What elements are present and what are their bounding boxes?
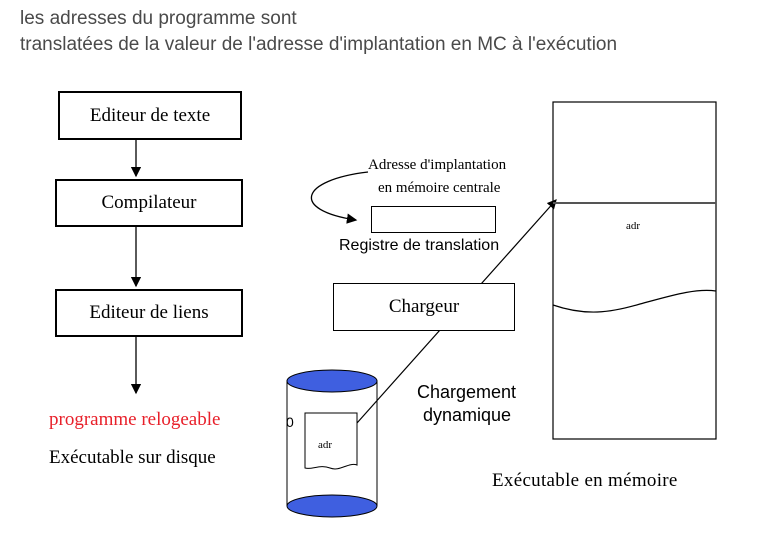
editeur-liens-label: Editeur de liens	[89, 302, 209, 323]
compilateur-box: Compilateur	[55, 179, 243, 227]
header-line-1: les adresses du programme sont	[20, 8, 297, 29]
programme-relogeable-label: programme relogeable	[49, 409, 221, 430]
executable-disque-label: Exécutable sur disque	[49, 447, 216, 468]
editeur-texte-box: Editeur de texte	[58, 91, 242, 140]
chargeur-label: Chargeur	[388, 296, 460, 317]
executable-memoire-label: Exécutable en mémoire	[492, 470, 678, 491]
registre-translation-label: Registre de translation	[339, 237, 500, 254]
chargement-line1: Chargement	[417, 382, 517, 402]
header-line-2: translatées de la valeur de l'adresse d'…	[20, 34, 618, 55]
compilateur-label: Compilateur	[101, 192, 197, 213]
arrow-annotation-to-registre	[310, 171, 369, 224]
disk-bottom-ellipse	[286, 494, 378, 518]
adresse-implantation-line2: en mémoire centrale	[378, 180, 501, 196]
adresse-implantation-line1: Adresse d'implantation	[368, 157, 507, 173]
editeur-texte-label: Editeur de texte	[89, 104, 211, 126]
memory-adr-label: adr	[626, 220, 641, 232]
disk-adr-label: adr	[318, 439, 333, 451]
memory-wavy-line	[552, 289, 717, 313]
editeur-liens-box: Editeur de liens	[55, 289, 243, 337]
disk-zero-label: 0	[286, 414, 294, 430]
disk-top-ellipse	[286, 369, 378, 393]
memory-block	[552, 101, 717, 440]
registre-translation-box	[371, 206, 496, 233]
chargement-line2: dynamique	[423, 405, 512, 425]
disk-cylinder	[286, 369, 378, 518]
disk-program-document	[304, 412, 358, 470]
chargeur-box: Chargeur	[333, 283, 515, 331]
